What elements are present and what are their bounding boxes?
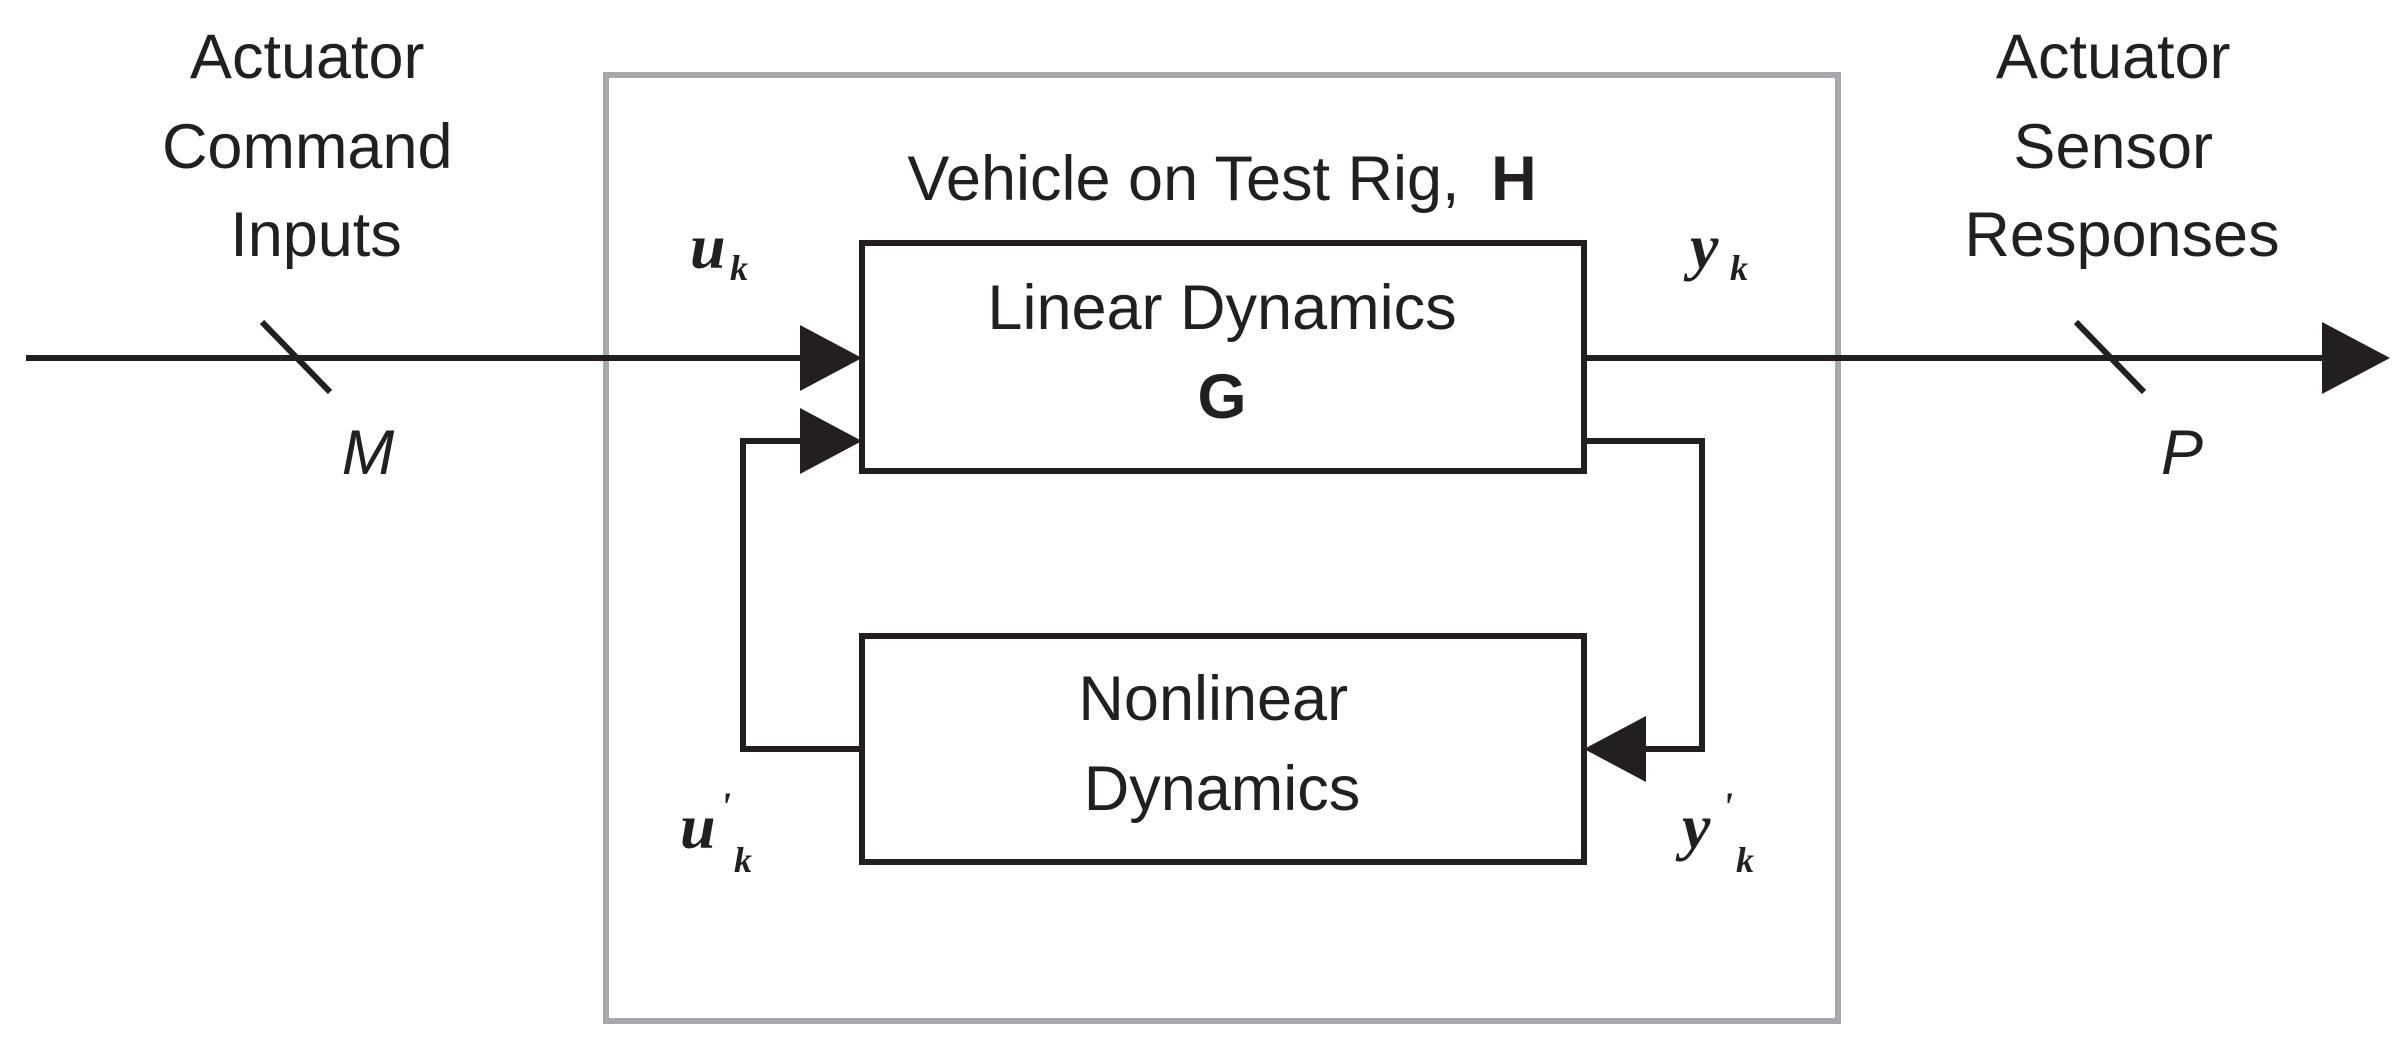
system-title-text: Vehicle on Test Rig, [907,144,1459,214]
signal-u-prime-k-main: u [680,791,716,862]
outputs-label-line-2: Sensor [2013,112,2213,182]
signal-y-prime-k-sub: k [1736,840,1754,880]
inputs-label: Actuator Command Inputs [162,22,470,270]
feedback-output-arrowhead [1584,716,1646,782]
system-frame [603,72,1841,1024]
feedback-input-path [740,438,862,752]
signal-y-prime-k: y ' k [1675,784,1754,880]
inputs-label-line-3: Inputs [230,200,402,270]
nonlinear-block-line-1: Nonlinear [1078,664,1348,734]
signal-u-k-sub: k [730,248,748,288]
feedback-input-arrowhead [800,408,862,474]
output-arrowhead [2322,322,2390,394]
linear-block-symbol: G [1197,362,1246,432]
signal-u-k: u k [690,211,748,288]
signal-u-prime-k-prime: ' [720,784,731,829]
input-dimension-label: M [342,418,395,488]
system-title: Vehicle on Test Rig, H [907,144,1536,214]
signal-y-prime-k-main: y [1675,791,1711,862]
signal-y-k-sub: k [1730,248,1748,288]
system-symbol: H [1491,144,1537,214]
signal-y-k: y k [1683,211,1748,288]
nonlinear-dynamics-block [859,633,1587,865]
inputs-label-line-2: Command [162,112,453,182]
signal-y-k-main: y [1683,211,1719,282]
feedback-output-path [1584,438,1705,752]
nonlinear-block-label: Nonlinear Dynamics [1078,664,1365,824]
signal-u-k-main: u [690,211,726,282]
nonlinear-block-line-2: Dynamics [1084,754,1361,824]
inputs-label-line-1: Actuator [190,22,425,92]
outputs-label-line-1: Actuator [1996,22,2231,92]
input-arrowhead [800,325,862,391]
signal-u-prime-k-sub: k [734,840,752,880]
signal-u-prime-k: u ' k [680,784,752,880]
output-dimension-label: P [2161,418,2203,488]
outputs-label-line-3: Responses [1964,200,2279,270]
output-dimension-slash [2073,319,2147,395]
linear-dynamics-block [859,240,1587,474]
outputs-label: Actuator Sensor Responses [1964,22,2279,270]
linear-block-name: Linear Dynamics [987,273,1456,343]
signal-y-prime-k-prime: ' [1722,784,1733,829]
input-dimension-slash [259,319,333,395]
